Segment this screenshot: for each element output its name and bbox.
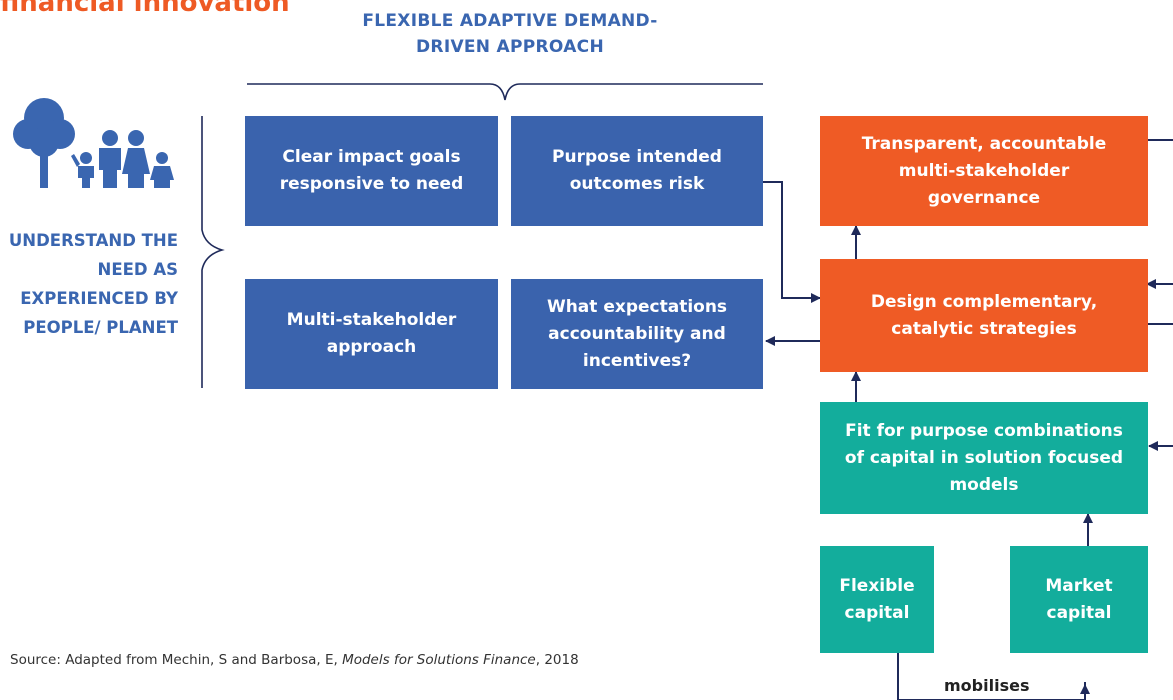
source-citation: Source: Adapted from Mechin, S and Barbo… [10,652,579,668]
top-brace [247,83,763,101]
flexible-capital-box: Flexible capital [820,546,934,653]
what-expectations-box: What expectations accountability and inc… [511,279,763,389]
approach-heading: FLEXIBLE ADAPTIVE DEMAND-DRIVEN APPROACH [362,11,658,57]
transparent-governance-box: Transparent, accountable multi-stakehold… [820,116,1148,226]
people-planet-icon [13,98,174,188]
source-suffix: , 2018 [535,652,579,668]
understand-need-label: UNDERSTAND THE NEED AS EXPERIENCED BY PE… [8,231,178,337]
purpose-intended-outcomes-box: Purpose intended outcomes risk [511,116,763,226]
left-bracket [201,116,225,388]
mobilises-label: mobilises [944,676,1030,695]
fit-for-purpose-box: Fit for purpose combinations of capital … [820,402,1148,514]
multi-stakeholder-approach-box: Multi-stakeholder approach [245,279,498,389]
clear-impact-goals-box: Clear impact goals responsive to need [245,116,498,226]
source-title: Models for Solutions Finance [342,652,536,668]
source-prefix: Source: Adapted from Mechin, S and Barbo… [10,652,343,668]
design-strategies-box: Design complementary, catalytic strategi… [820,259,1148,372]
page-title: financial innovation [0,0,290,18]
market-capital-box: Market capital [1010,546,1148,653]
arrow-purpose-to-design [763,181,821,303]
